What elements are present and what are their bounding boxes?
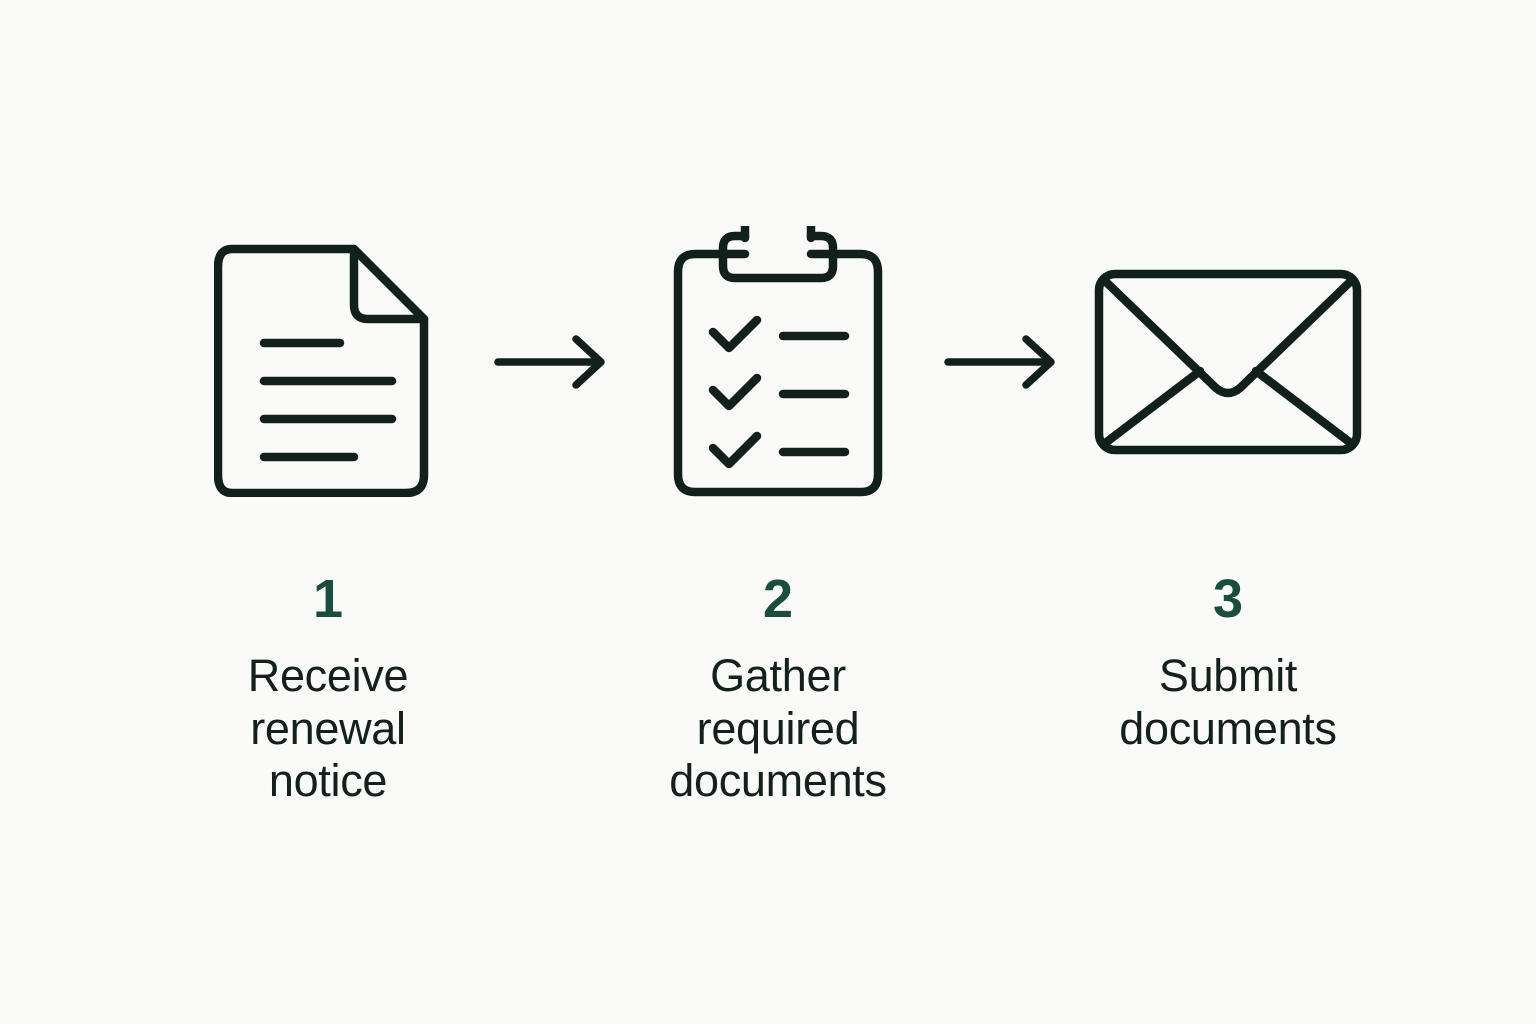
step-3-number: 3 <box>1212 569 1244 629</box>
step-1-icon-slot <box>178 212 478 512</box>
step-2: 2 Gather required documents <box>628 0 928 808</box>
step-2-label: Gather required documents <box>669 650 887 807</box>
envelope-icon <box>1094 269 1362 455</box>
document-icon <box>214 244 429 497</box>
step-2-icon-slot <box>628 212 928 512</box>
connector-1 <box>478 0 628 512</box>
clipboard-checklist-icon <box>673 226 883 497</box>
step-3-label: Submit documents <box>1119 650 1337 754</box>
step-3-icon-slot <box>1078 212 1378 512</box>
step-2-number: 2 <box>762 569 794 629</box>
connector-2 <box>928 0 1078 512</box>
step-1-label: Receive renewal notice <box>247 650 409 807</box>
arrow-right-icon <box>494 335 605 389</box>
step-1: 1 Receive renewal notice <box>178 0 478 808</box>
step-3: 3 Submit documents <box>1078 0 1378 755</box>
arrow-right-icon <box>944 335 1055 389</box>
step-1-number: 1 <box>312 569 344 629</box>
